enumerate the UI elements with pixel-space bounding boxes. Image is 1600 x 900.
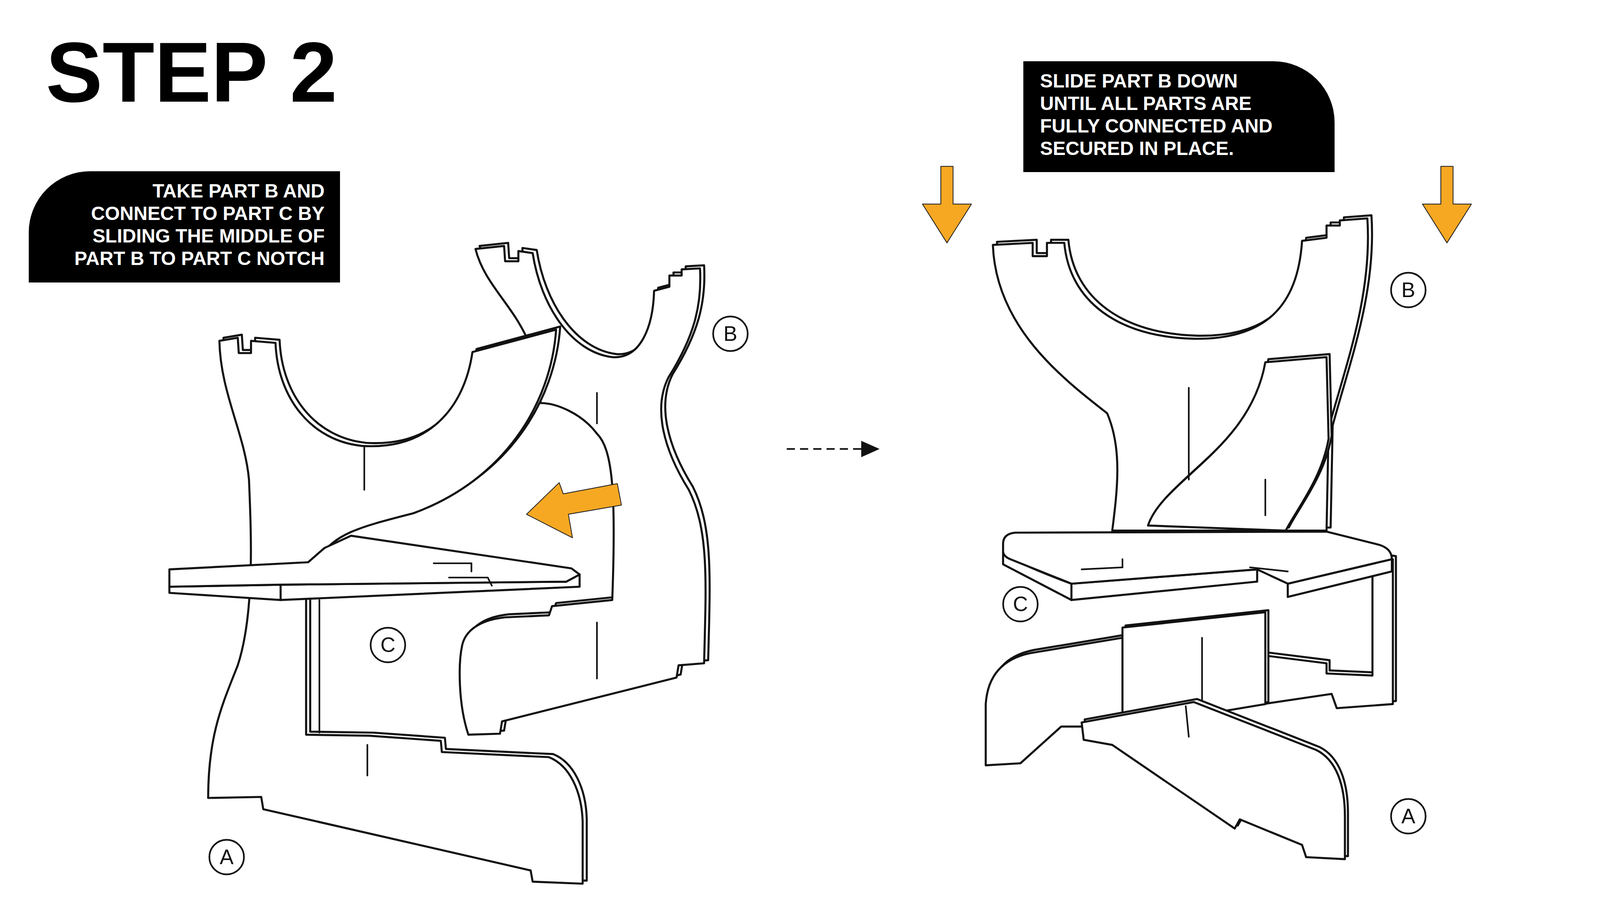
slide-arrow: [526, 482, 622, 538]
label-circle: [1391, 799, 1426, 834]
label-circle: [713, 316, 748, 352]
instruction-text: TAKE PART B AND CONNECT TO PART C BY SLI…: [57, 179, 325, 270]
part-letter: B: [723, 323, 738, 345]
instruction-text: SLIDE PART B DOWN UNTIL ALL PARTS ARE FU…: [1040, 69, 1290, 160]
part-c-board: [169, 535, 580, 600]
board-edge: [306, 600, 320, 735]
part-a-board: [1081, 699, 1348, 860]
label-circle: [1391, 272, 1426, 308]
part-letter: A: [219, 846, 234, 868]
label-circle: [370, 627, 406, 663]
board-face: [459, 245, 706, 735]
callout-shape: [1023, 61, 1335, 173]
illustration-group: [169, 166, 1472, 884]
label-circle: [1003, 587, 1038, 622]
step-arrow: [786, 448, 864, 450]
part-label-circle: A: [208, 838, 245, 876]
down-arrow: [1422, 166, 1472, 243]
instruction-callout: SLIDE PART B DOWN UNTIL ALL PARTS ARE FU…: [1023, 61, 1335, 173]
part-letter: C: [380, 634, 396, 656]
part-label-circle: C: [369, 626, 407, 664]
part-b-board: [459, 242, 710, 735]
part-middle-board: [1147, 354, 1332, 531]
notch-line: [1081, 559, 1123, 570]
slot-line: [596, 622, 598, 679]
label-circle: [209, 840, 245, 875]
part-a-board: [208, 326, 588, 884]
part-letter: C: [1012, 593, 1028, 615]
part-c-board: [1002, 531, 1392, 600]
notch-line: [449, 577, 493, 586]
board-face: [992, 218, 1368, 531]
board-face: [1147, 357, 1329, 531]
slot-line: [1187, 387, 1190, 480]
part-label-circle: B: [1390, 271, 1427, 309]
board-face: [169, 535, 580, 587]
part-b-board: [992, 215, 1373, 531]
part-label-circle: C: [1002, 585, 1039, 623]
slot-line: [596, 392, 598, 424]
part-letter: A: [1401, 805, 1415, 827]
step-title: STEP 2: [45, 29, 338, 115]
part-label-circle: B: [712, 315, 749, 353]
down-arrow: [922, 166, 972, 243]
callout-shape: [28, 171, 340, 283]
part-label-circle: A: [1390, 797, 1427, 835]
board-face: [208, 329, 583, 884]
step-arrowhead: [861, 440, 880, 458]
slot-line: [1264, 479, 1267, 516]
board-face: [1081, 702, 1345, 860]
slot-line: [366, 745, 369, 776]
part-letter: B: [1401, 279, 1415, 301]
board-face: [1002, 531, 1392, 584]
slot-line: [1185, 706, 1189, 737]
notch-line: [1250, 567, 1288, 572]
slot-line: [363, 445, 365, 490]
notch-line: [433, 563, 472, 572]
instruction-callout: TAKE PART B AND CONNECT TO PART C BY SLI…: [28, 171, 340, 283]
